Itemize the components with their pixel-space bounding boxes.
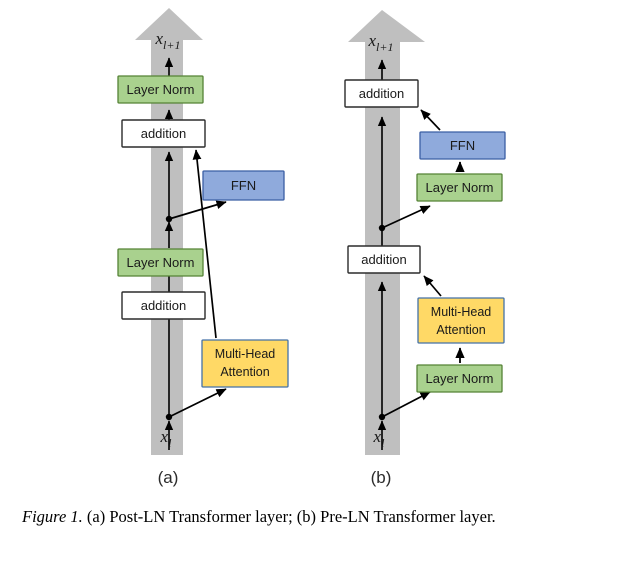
- arrow-attention-to-addition-a: [192, 149, 217, 339]
- transformer-layer-diagram: Layer Norm addition FFN Layer Norm addit…: [117, 8, 506, 487]
- arrow-ffn-to-addition-b: [420, 109, 441, 131]
- arrow-to-layernorm-ffn-b: [381, 205, 431, 229]
- layer-norm-top-a-rect[interactable]: [117, 75, 204, 104]
- block-addition-top-a[interactable]: addition: [121, 119, 206, 148]
- output-var-sub-a: l+1: [163, 38, 180, 52]
- layer-norm-bottom-a-label: Layer Norm: [127, 255, 195, 270]
- input-var-base-a: x: [160, 427, 169, 446]
- output-var-base-b: x: [368, 31, 377, 50]
- addition-bottom-a-label: addition: [141, 298, 187, 313]
- output-variable-b: xl+1: [368, 31, 394, 54]
- addition-bottom-b-rect[interactable]: [347, 245, 421, 274]
- ffn-b-rect[interactable]: [419, 131, 506, 160]
- panel-a: Layer Norm addition FFN Layer Norm addit…: [117, 8, 289, 487]
- layer-norm-attn-b-label: Layer Norm: [426, 371, 494, 386]
- input-var-sub-a: l: [168, 436, 172, 450]
- input-variable-a: xl: [160, 427, 173, 450]
- arrow-to-attention-a: [168, 388, 227, 418]
- block-layer-norm-bottom-a[interactable]: Layer Norm: [117, 248, 204, 277]
- block-layer-norm-ffn-b[interactable]: Layer Norm: [416, 173, 503, 202]
- arrow-to-ffn-a: [168, 200, 227, 220]
- input-var-sub-b: l: [381, 436, 385, 450]
- panel-label-a: (a): [158, 468, 179, 487]
- block-attention-b[interactable]: Multi-Head Attention: [417, 297, 505, 344]
- arrow-attention-to-addition-b: [423, 275, 442, 297]
- addition-bottom-b-label: addition: [361, 252, 407, 267]
- attention-b-label-line1: Multi-Head: [431, 305, 491, 319]
- input-var-base-b: x: [373, 427, 382, 446]
- ffn-b-label: FFN: [450, 138, 475, 153]
- figure-caption: Figure 1. (a) Post-LN Transformer layer;…: [22, 505, 602, 529]
- block-ffn-a[interactable]: FFN: [202, 170, 285, 201]
- svg-text:xl+1: xl+1: [368, 31, 394, 54]
- addition-top-a-label: addition: [141, 126, 187, 141]
- block-ffn-b[interactable]: FFN: [419, 131, 506, 160]
- layer-norm-top-a-label: Layer Norm: [127, 82, 195, 97]
- svg-text:xl: xl: [160, 427, 173, 450]
- block-addition-top-b[interactable]: addition: [344, 79, 419, 108]
- output-var-sub-b: l+1: [376, 40, 393, 54]
- arrow-to-layernorm-attn-b: [381, 391, 431, 418]
- figure-caption-text: (a) Post-LN Transformer layer; (b) Pre-L…: [82, 507, 496, 526]
- layer-norm-attn-b-rect[interactable]: [416, 364, 503, 393]
- attention-b-rect[interactable]: [417, 297, 505, 344]
- ffn-a-label: FFN: [231, 178, 256, 193]
- attention-a-rect[interactable]: [201, 339, 289, 388]
- svg-text:xl+1: xl+1: [155, 29, 181, 52]
- addition-bottom-a-rect[interactable]: [121, 291, 206, 320]
- attention-a-label-line2: Attention: [220, 365, 269, 379]
- panel-b: addition FFN Layer Norm addition Multi-H…: [344, 10, 506, 487]
- output-var-base-a: x: [155, 29, 164, 48]
- block-layer-norm-attn-b[interactable]: Layer Norm: [416, 364, 503, 393]
- block-addition-bottom-a[interactable]: addition: [121, 291, 206, 320]
- addition-top-a-rect[interactable]: [121, 119, 206, 148]
- residual-stream-arrow-b: [348, 10, 425, 455]
- block-attention-a[interactable]: Multi-Head Attention: [201, 339, 289, 388]
- attention-b-label-line2: Attention: [436, 323, 485, 337]
- attention-a-label-line1: Multi-Head: [215, 347, 275, 361]
- ffn-a-rect[interactable]: [202, 170, 285, 201]
- panel-label-b: (b): [371, 468, 392, 487]
- layer-norm-ffn-b-rect[interactable]: [416, 173, 503, 202]
- block-addition-bottom-b[interactable]: addition: [347, 245, 421, 274]
- addition-top-b-rect[interactable]: [344, 79, 419, 108]
- input-variable-b: xl: [373, 427, 386, 450]
- block-layer-norm-top-a[interactable]: Layer Norm: [117, 75, 204, 104]
- figure-caption-title: Figure 1.: [22, 507, 83, 526]
- layer-norm-bottom-a-rect[interactable]: [117, 248, 204, 277]
- svg-text:xl: xl: [373, 427, 386, 450]
- output-variable-a: xl+1: [155, 29, 181, 52]
- layer-norm-ffn-b-label: Layer Norm: [426, 180, 494, 195]
- addition-top-b-label: addition: [359, 86, 405, 101]
